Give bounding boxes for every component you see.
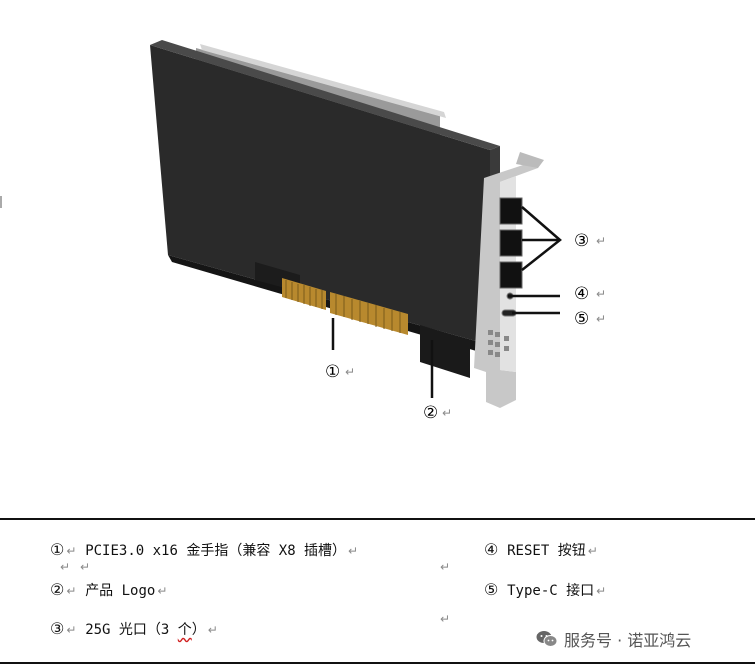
callout-2: ② [423, 403, 438, 423]
return-mark: ↵ [80, 560, 91, 574]
optical-ports [499, 197, 523, 289]
return-mark: ↵ [442, 406, 452, 420]
return-mark: ↵ [348, 544, 359, 558]
legend-text: RESET 按钮 [507, 543, 586, 559]
legend-number: ③ [50, 619, 65, 638]
return-mark: ↵ [440, 612, 451, 626]
legend-number: ⑤ [484, 580, 499, 599]
card-body [150, 40, 500, 378]
product-illustration: ③ ④ ⑤ ① ② ↵ ↵ ↵ ↵ ↵ [0, 40, 606, 423]
legend-text-part: 25G 光口（3 [85, 622, 178, 638]
legend-number: ① [50, 540, 65, 559]
return-mark: ↵ [66, 544, 77, 558]
return-mark: ↵ [66, 623, 77, 637]
legend-item-2: ②↵ 产品 Logo↵ [50, 580, 167, 601]
callout-5: ⑤ [574, 309, 589, 329]
return-mark: ↵ [587, 544, 598, 558]
legend-text-tail: ） [191, 622, 206, 638]
return-mark: ↵ [596, 312, 606, 326]
return-mark: ↵ [596, 234, 606, 248]
return-mark: ↵ [345, 365, 355, 379]
legend-text: Type-C 接口 [507, 583, 595, 599]
wechat-icon [536, 631, 558, 647]
return-mark: ↵ [596, 584, 607, 598]
callout-1: ① [325, 362, 340, 382]
legend-item-5: ⑤ Type-C 接口↵ [484, 580, 606, 601]
return-mark: ↵ [596, 287, 606, 301]
return-mark: ↵ [207, 623, 218, 637]
watermark-text: 服务号 · 诺亚鸿云 [564, 631, 692, 650]
return-mark: ↵ [440, 560, 451, 574]
callout-lines [331, 206, 562, 398]
callout-4: ④ [574, 284, 589, 304]
return-mark: ↵ [157, 584, 168, 598]
legend-item-3: ③↵ 25G 光口（3 个）↵ [50, 619, 218, 640]
pcie-gold-fingers [282, 278, 408, 335]
return-mark: ↵ [60, 560, 71, 574]
legend-text: 产品 Logo [85, 583, 156, 599]
table-top-rule [0, 518, 755, 520]
legend-item-1: ①↵ PCIE3.0 x16 金手指（兼容 X8 插槽）↵ [50, 540, 358, 561]
legend-item-4: ④ RESET 按钮↵ [484, 540, 598, 561]
legend-number: ④ [484, 540, 499, 559]
legend-number: ② [50, 580, 65, 599]
return-mark: ↵ [66, 584, 77, 598]
legend-text: 25G 光口（3 个） [85, 622, 206, 638]
legend-text-emph: 个 [177, 622, 192, 638]
callout-3: ③ [574, 231, 589, 251]
watermark: 服务号 · 诺亚鸿云 [536, 627, 691, 651]
table-bottom-rule [0, 662, 755, 664]
legend-text: PCIE3.0 x16 金手指（兼容 X8 插槽） [85, 543, 347, 559]
